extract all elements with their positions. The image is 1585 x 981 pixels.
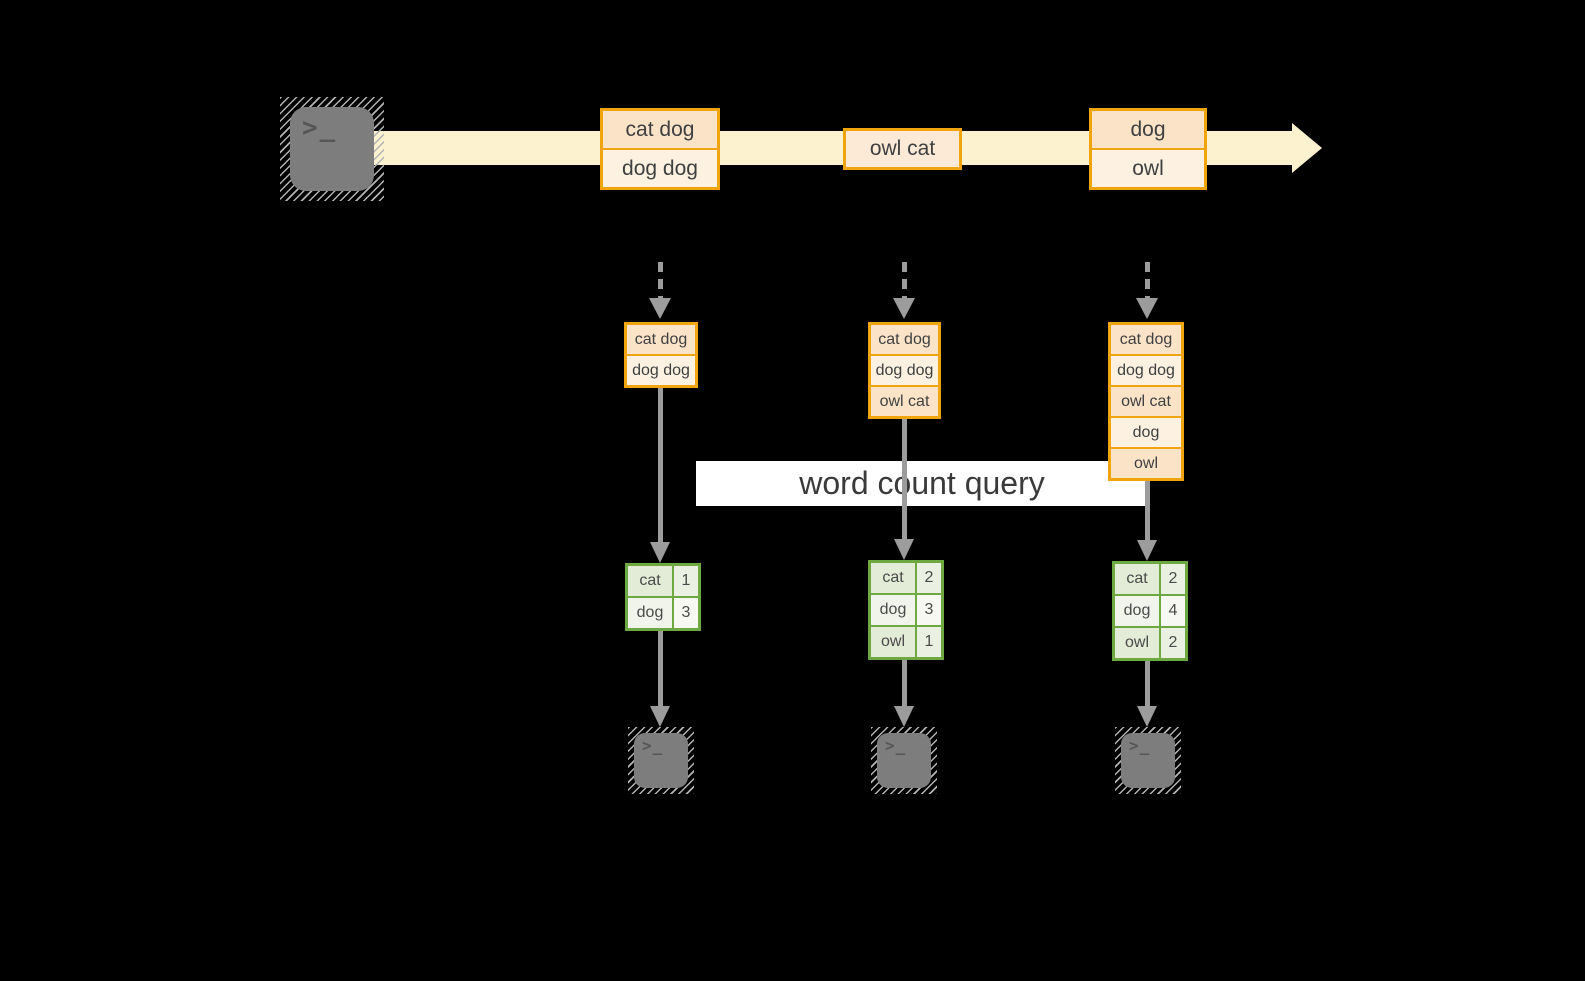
ingest-arrow-line-2 (902, 262, 907, 298)
count-value: 3 (674, 598, 698, 628)
output-arrowhead-2 (894, 706, 914, 727)
terminal-screen: >_ (877, 733, 931, 788)
query-arrow-line-2 (902, 419, 907, 540)
ingest-arrow-line-1 (658, 262, 663, 298)
count-value: 2 (1161, 564, 1185, 594)
buffer-stack-3: cat dog dog dog owl cat dog owl (1108, 322, 1184, 481)
event-line: dog dog (603, 150, 717, 187)
sink-terminal-icon-1: >_ (628, 727, 694, 794)
count-word: cat (628, 566, 672, 596)
count-word: owl (871, 627, 915, 657)
ingest-arrowhead-2 (893, 298, 915, 319)
buffer-stack-1: cat dog dog dog (624, 322, 698, 388)
terminal-prompt-icon: >_ (302, 113, 338, 143)
count-table-3: cat 2 dog 4 owl 2 (1112, 561, 1188, 661)
buffer-row: cat dog (871, 325, 938, 354)
count-table-1: cat 1 dog 3 (625, 563, 701, 631)
buffer-row: dog (1111, 418, 1181, 447)
count-value: 1 (917, 627, 941, 657)
count-word: cat (1115, 564, 1159, 594)
buffer-row: dog dog (871, 356, 938, 385)
stream-arrowhead-icon (1292, 123, 1322, 173)
count-word: dog (1115, 596, 1159, 626)
terminal-prompt-icon: >_ (885, 736, 907, 755)
source-terminal-icon: >_ (280, 97, 384, 201)
terminal-screen: >_ (1121, 733, 1175, 788)
count-word: cat (871, 563, 915, 593)
buffer-row: owl cat (1111, 387, 1181, 416)
query-arrowhead-3 (1137, 540, 1157, 561)
buffer-stack-2: cat dog dog dog owl cat (868, 322, 941, 419)
output-arrowhead-3 (1137, 706, 1157, 727)
query-arrow-line-3 (1145, 481, 1150, 541)
stream-event-box-3: dog owl (1089, 108, 1207, 190)
count-word: dog (628, 598, 672, 628)
query-arrow-line-1 (658, 388, 663, 543)
buffer-row: dog dog (1111, 356, 1181, 385)
output-arrow-line-3 (1145, 661, 1150, 707)
buffer-row: cat dog (627, 325, 695, 354)
query-arrowhead-1 (650, 542, 670, 563)
terminal-screen: >_ (634, 733, 688, 788)
query-label: word count query (696, 461, 1148, 506)
terminal-screen: >_ (290, 107, 374, 191)
count-table-2: cat 2 dog 3 owl 1 (868, 560, 944, 660)
count-value: 2 (917, 563, 941, 593)
ingest-arrowhead-1 (649, 298, 671, 319)
event-line: dog (1092, 111, 1204, 148)
count-value: 1 (674, 566, 698, 596)
output-arrow-line-2 (902, 660, 907, 707)
sink-terminal-icon-2: >_ (871, 727, 937, 794)
query-arrowhead-2 (894, 539, 914, 560)
count-value: 3 (917, 595, 941, 625)
output-arrow-line-1 (658, 631, 663, 707)
terminal-prompt-icon: >_ (1129, 736, 1151, 755)
event-line: cat dog (603, 111, 717, 148)
count-word: owl (1115, 628, 1159, 658)
ingest-arrow-line-3 (1145, 262, 1150, 298)
buffer-row: cat dog (1111, 325, 1181, 354)
stream-event-box-2: owl cat (843, 128, 962, 170)
sink-terminal-icon-3: >_ (1115, 727, 1181, 794)
terminal-prompt-icon: >_ (642, 736, 664, 755)
buffer-row: dog dog (627, 356, 695, 385)
event-line: owl (1092, 150, 1204, 187)
output-arrowhead-1 (650, 706, 670, 727)
count-word: dog (871, 595, 915, 625)
count-value: 2 (1161, 628, 1185, 658)
buffer-row: owl (1111, 449, 1181, 478)
ingest-arrowhead-3 (1136, 298, 1158, 319)
count-value: 4 (1161, 596, 1185, 626)
buffer-row: owl cat (871, 387, 938, 416)
event-line: owl cat (846, 131, 959, 167)
stream-event-box-1: cat dog dog dog (600, 108, 720, 190)
